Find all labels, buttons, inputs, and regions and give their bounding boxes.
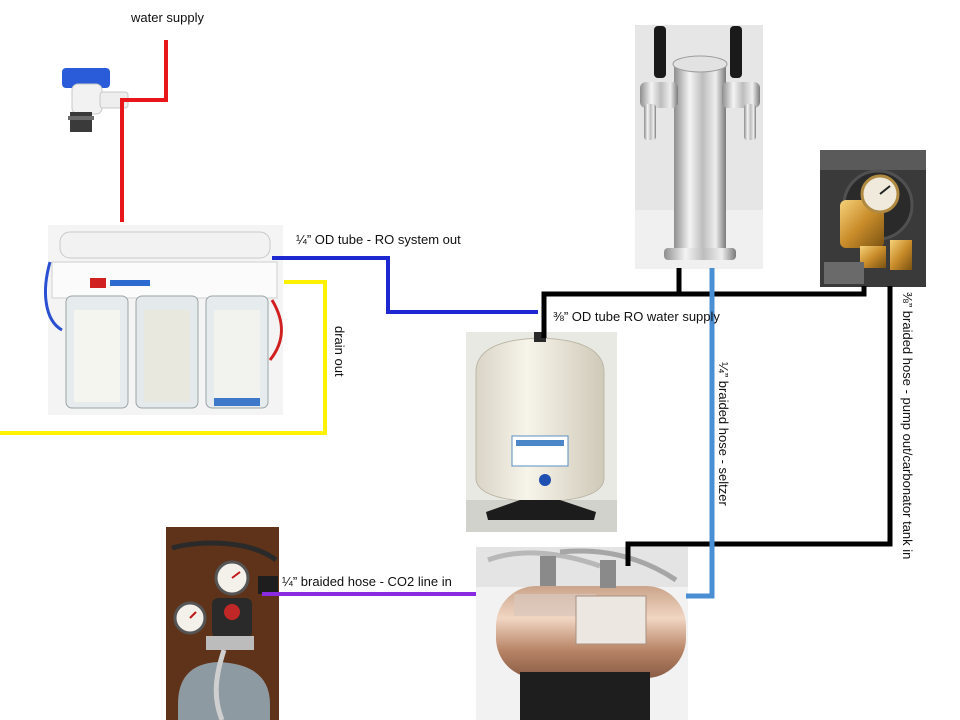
pump-out-hose-label: ⅜” braided hose - pump out/carbonator ta… [900,292,915,560]
seltzer-line [686,268,715,599]
water-supply-line [120,40,168,222]
co2-line-label: ¼” braided hose - CO2 line in [282,574,452,589]
ro-water-supply-line [541,268,867,338]
seltzer-hose-label: ¼” braided hose - seltzer [716,362,731,506]
ro-tank-image [466,332,617,532]
ro-system-out-line [272,256,538,314]
pump-out-line [625,286,893,566]
ro-water-supply-label: ⅜” OD tube RO water supply [553,309,720,324]
supply-valve-image [62,68,129,132]
ro-filter-system-image [44,225,283,415]
drain-line [0,280,327,435]
pump-image [820,150,926,287]
ro-system-out-label: ¼” OD tube - RO system out [296,232,461,247]
seltzer-tower-image [635,25,763,269]
co2-regulator-image [166,527,279,720]
carbonator-tank-image [476,547,688,720]
water-supply-label: water supply [131,10,204,25]
drain-out-label: drain out [332,326,347,377]
